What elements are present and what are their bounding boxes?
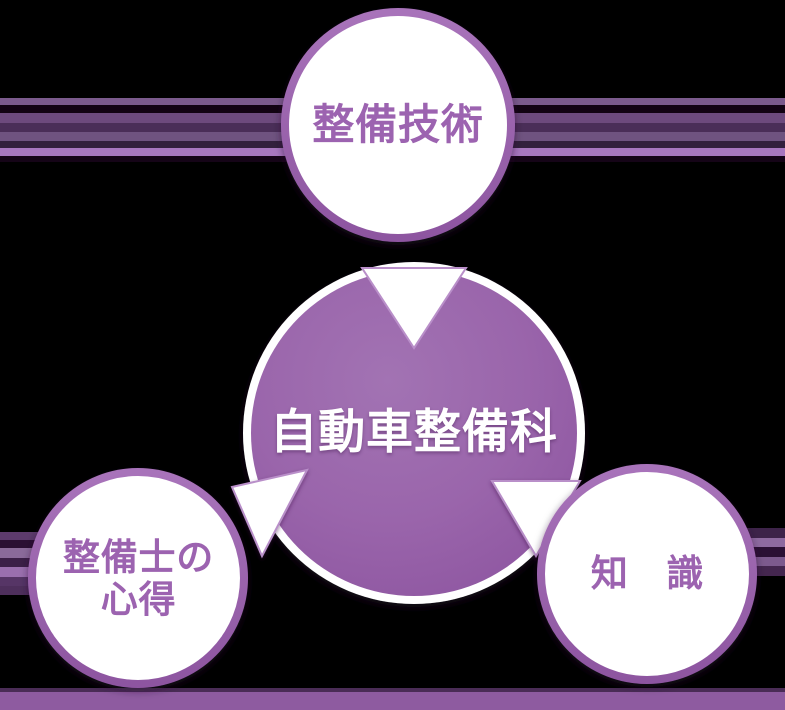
arrow-triangle-bottom-left-icon (230, 468, 309, 559)
hub-node[interactable] (243, 262, 585, 604)
satellite-node-top[interactable] (281, 8, 515, 242)
satellite-node-bottom-right[interactable] (537, 464, 757, 684)
connector-bottom-left (230, 468, 309, 559)
arrow-triangle-top-icon (360, 267, 468, 350)
satellite-node-bottom-left[interactable] (28, 468, 248, 688)
connector-top (360, 267, 468, 350)
satellite-top-circle (281, 8, 515, 242)
hub-fill-circle (251, 270, 577, 596)
satellite-bottom-right-circle (537, 464, 757, 684)
satellite-bottom-left-circle (28, 468, 248, 688)
